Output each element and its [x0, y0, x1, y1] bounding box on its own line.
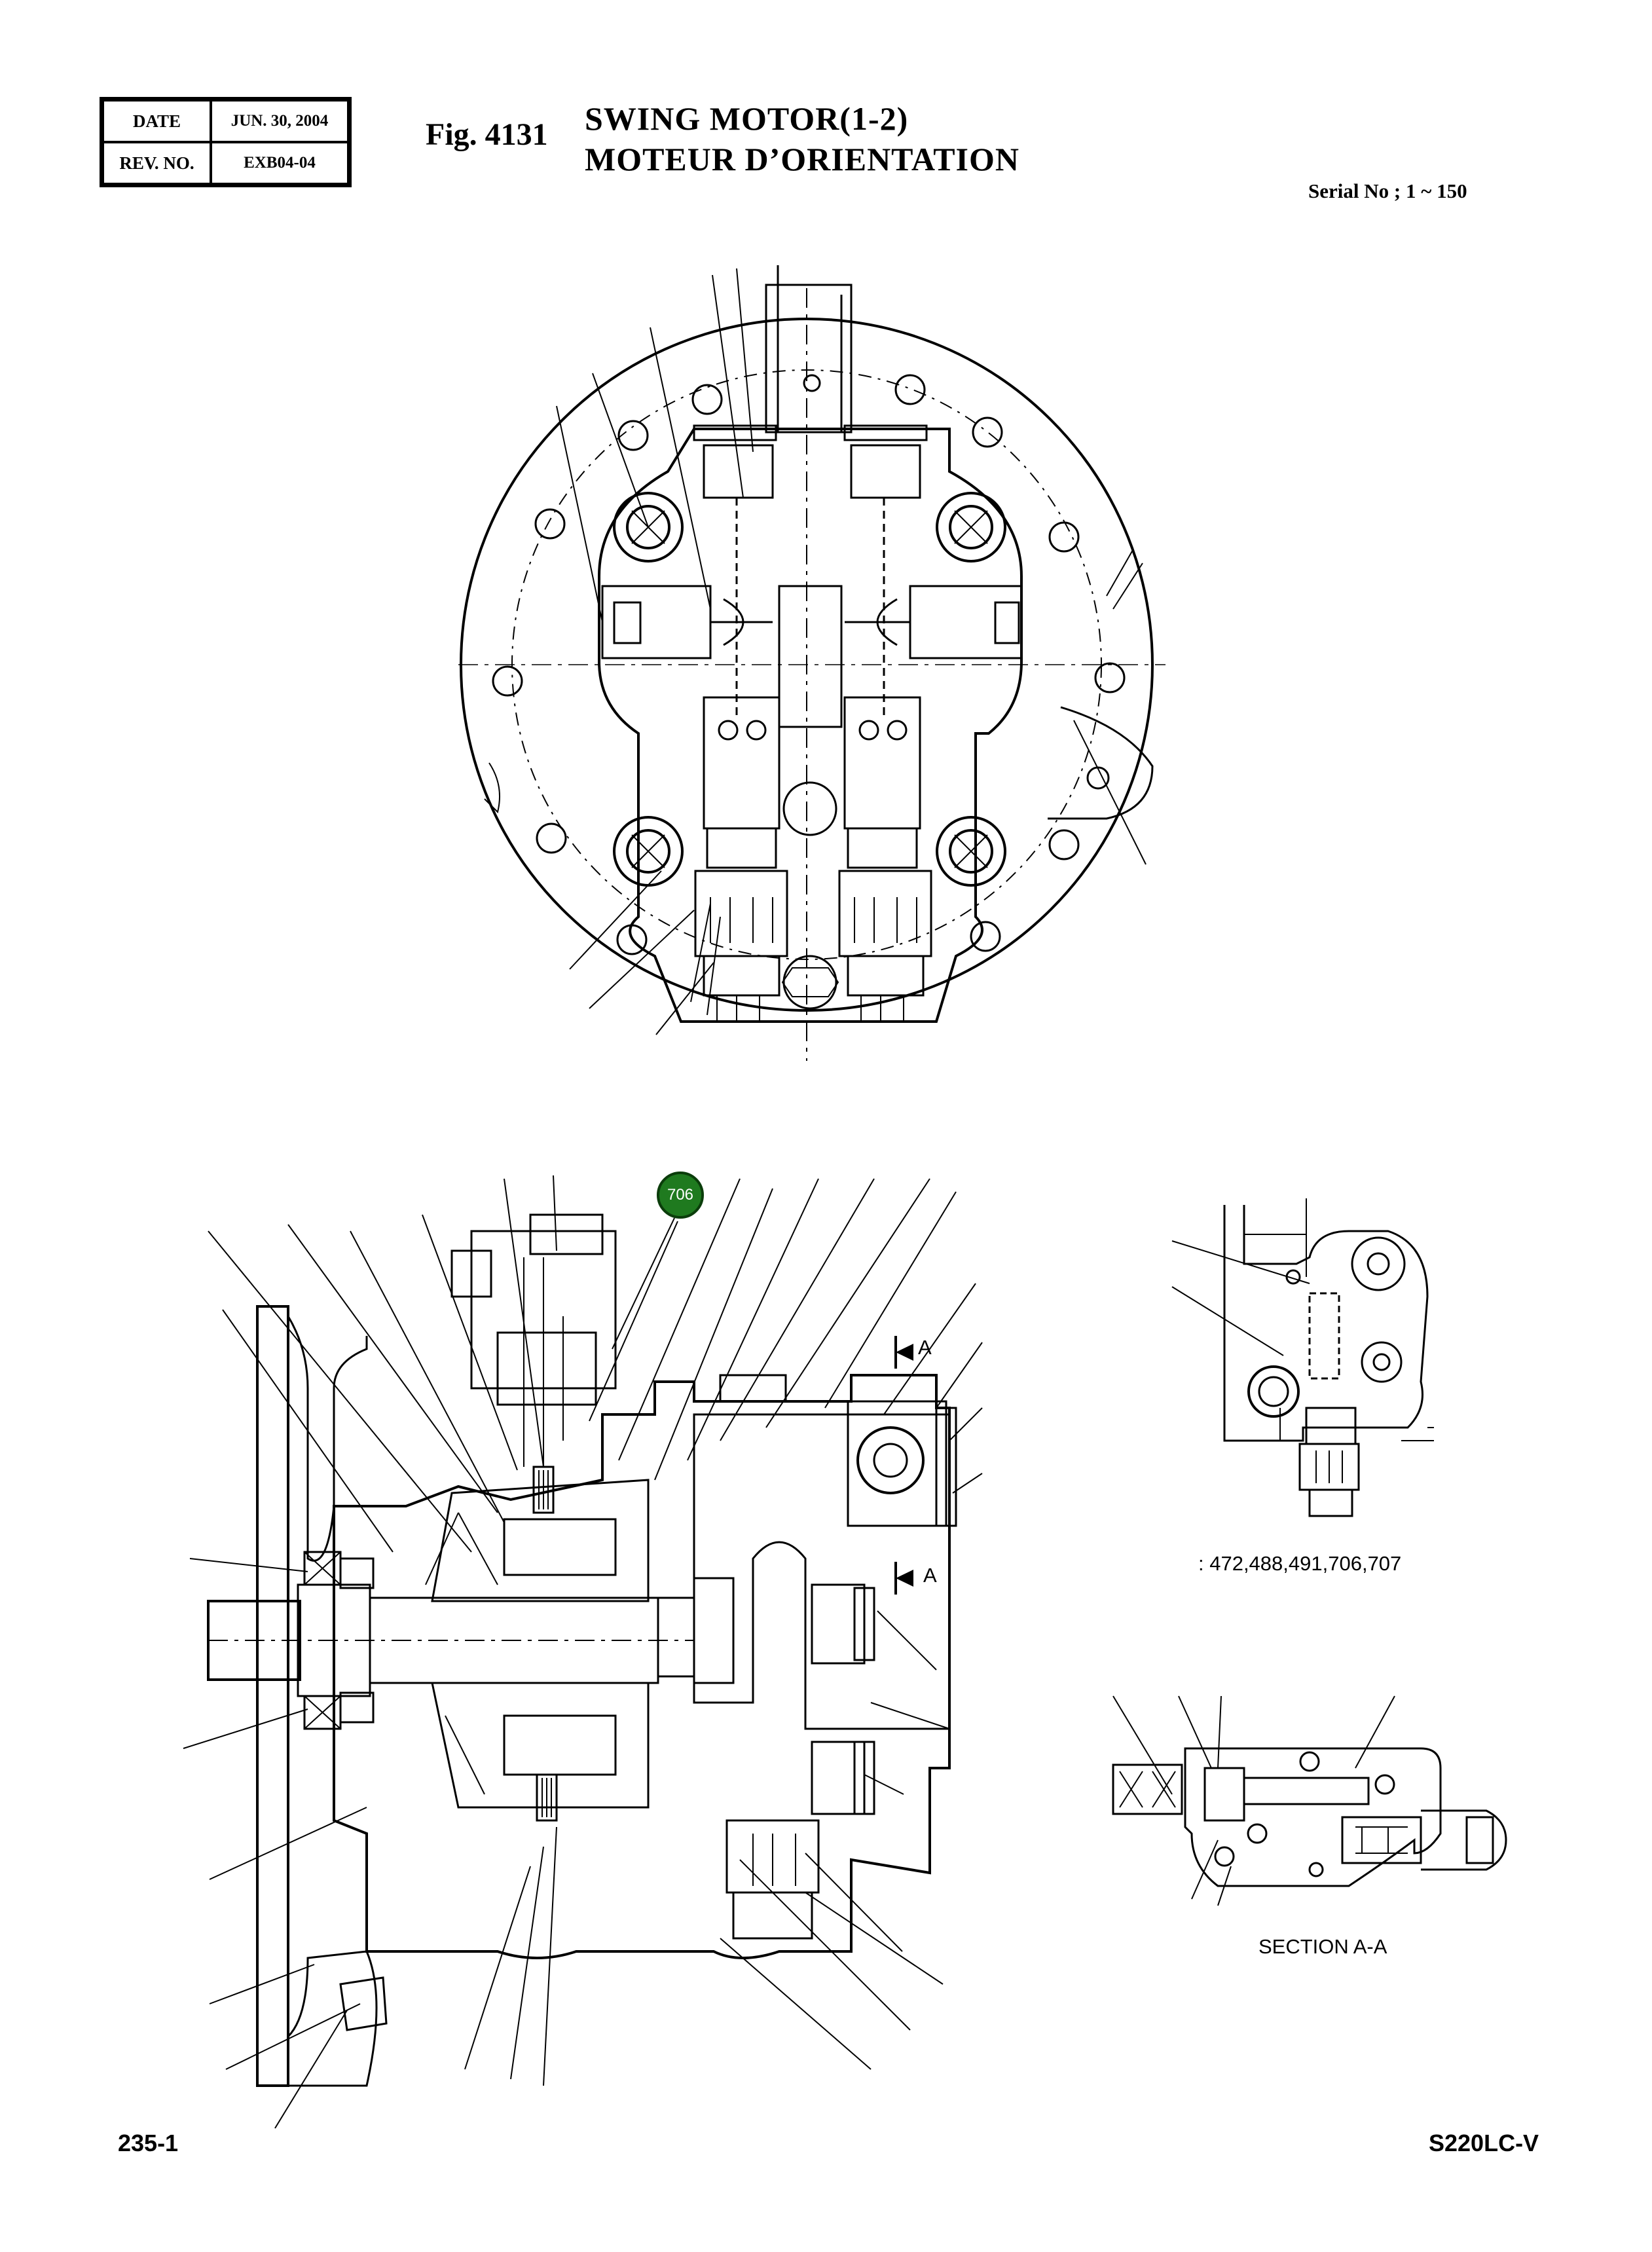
title-french: MOTEUR D’ORIENTATION: [585, 141, 1020, 177]
figure-number: Fig. 4131: [426, 117, 548, 152]
side-section-view: [183, 1175, 982, 2128]
model-name: S220LC-V: [1429, 2130, 1539, 2156]
page-number: 235-1: [118, 2130, 179, 2156]
detail-view: [1172, 1198, 1434, 1516]
title-english: SWING MOTOR(1-2): [585, 100, 909, 137]
rev-value: EXB04-04: [211, 142, 348, 184]
section-caption: SECTION A-A: [1258, 1935, 1387, 1958]
rev-label: REV. NO.: [103, 142, 211, 184]
section-arrow-label-upper: A: [918, 1336, 932, 1359]
date-label: DATE: [103, 100, 211, 142]
detail-parts-note: : 472,488,491,706,707: [1198, 1552, 1402, 1575]
date-value: JUN. 30, 2004: [211, 100, 348, 142]
serial-range: Serial No ; 1 ~ 150: [1308, 179, 1467, 202]
revision-info-table: DATE JUN. 30, 2004 REV. NO. EXB04-04: [100, 97, 352, 187]
part-callout-706-badge[interactable]: 706: [657, 1172, 704, 1219]
section-a-a-view: [1113, 1696, 1506, 1906]
top-view: [458, 265, 1166, 1061]
section-arrow-label-lower: A: [923, 1564, 937, 1587]
